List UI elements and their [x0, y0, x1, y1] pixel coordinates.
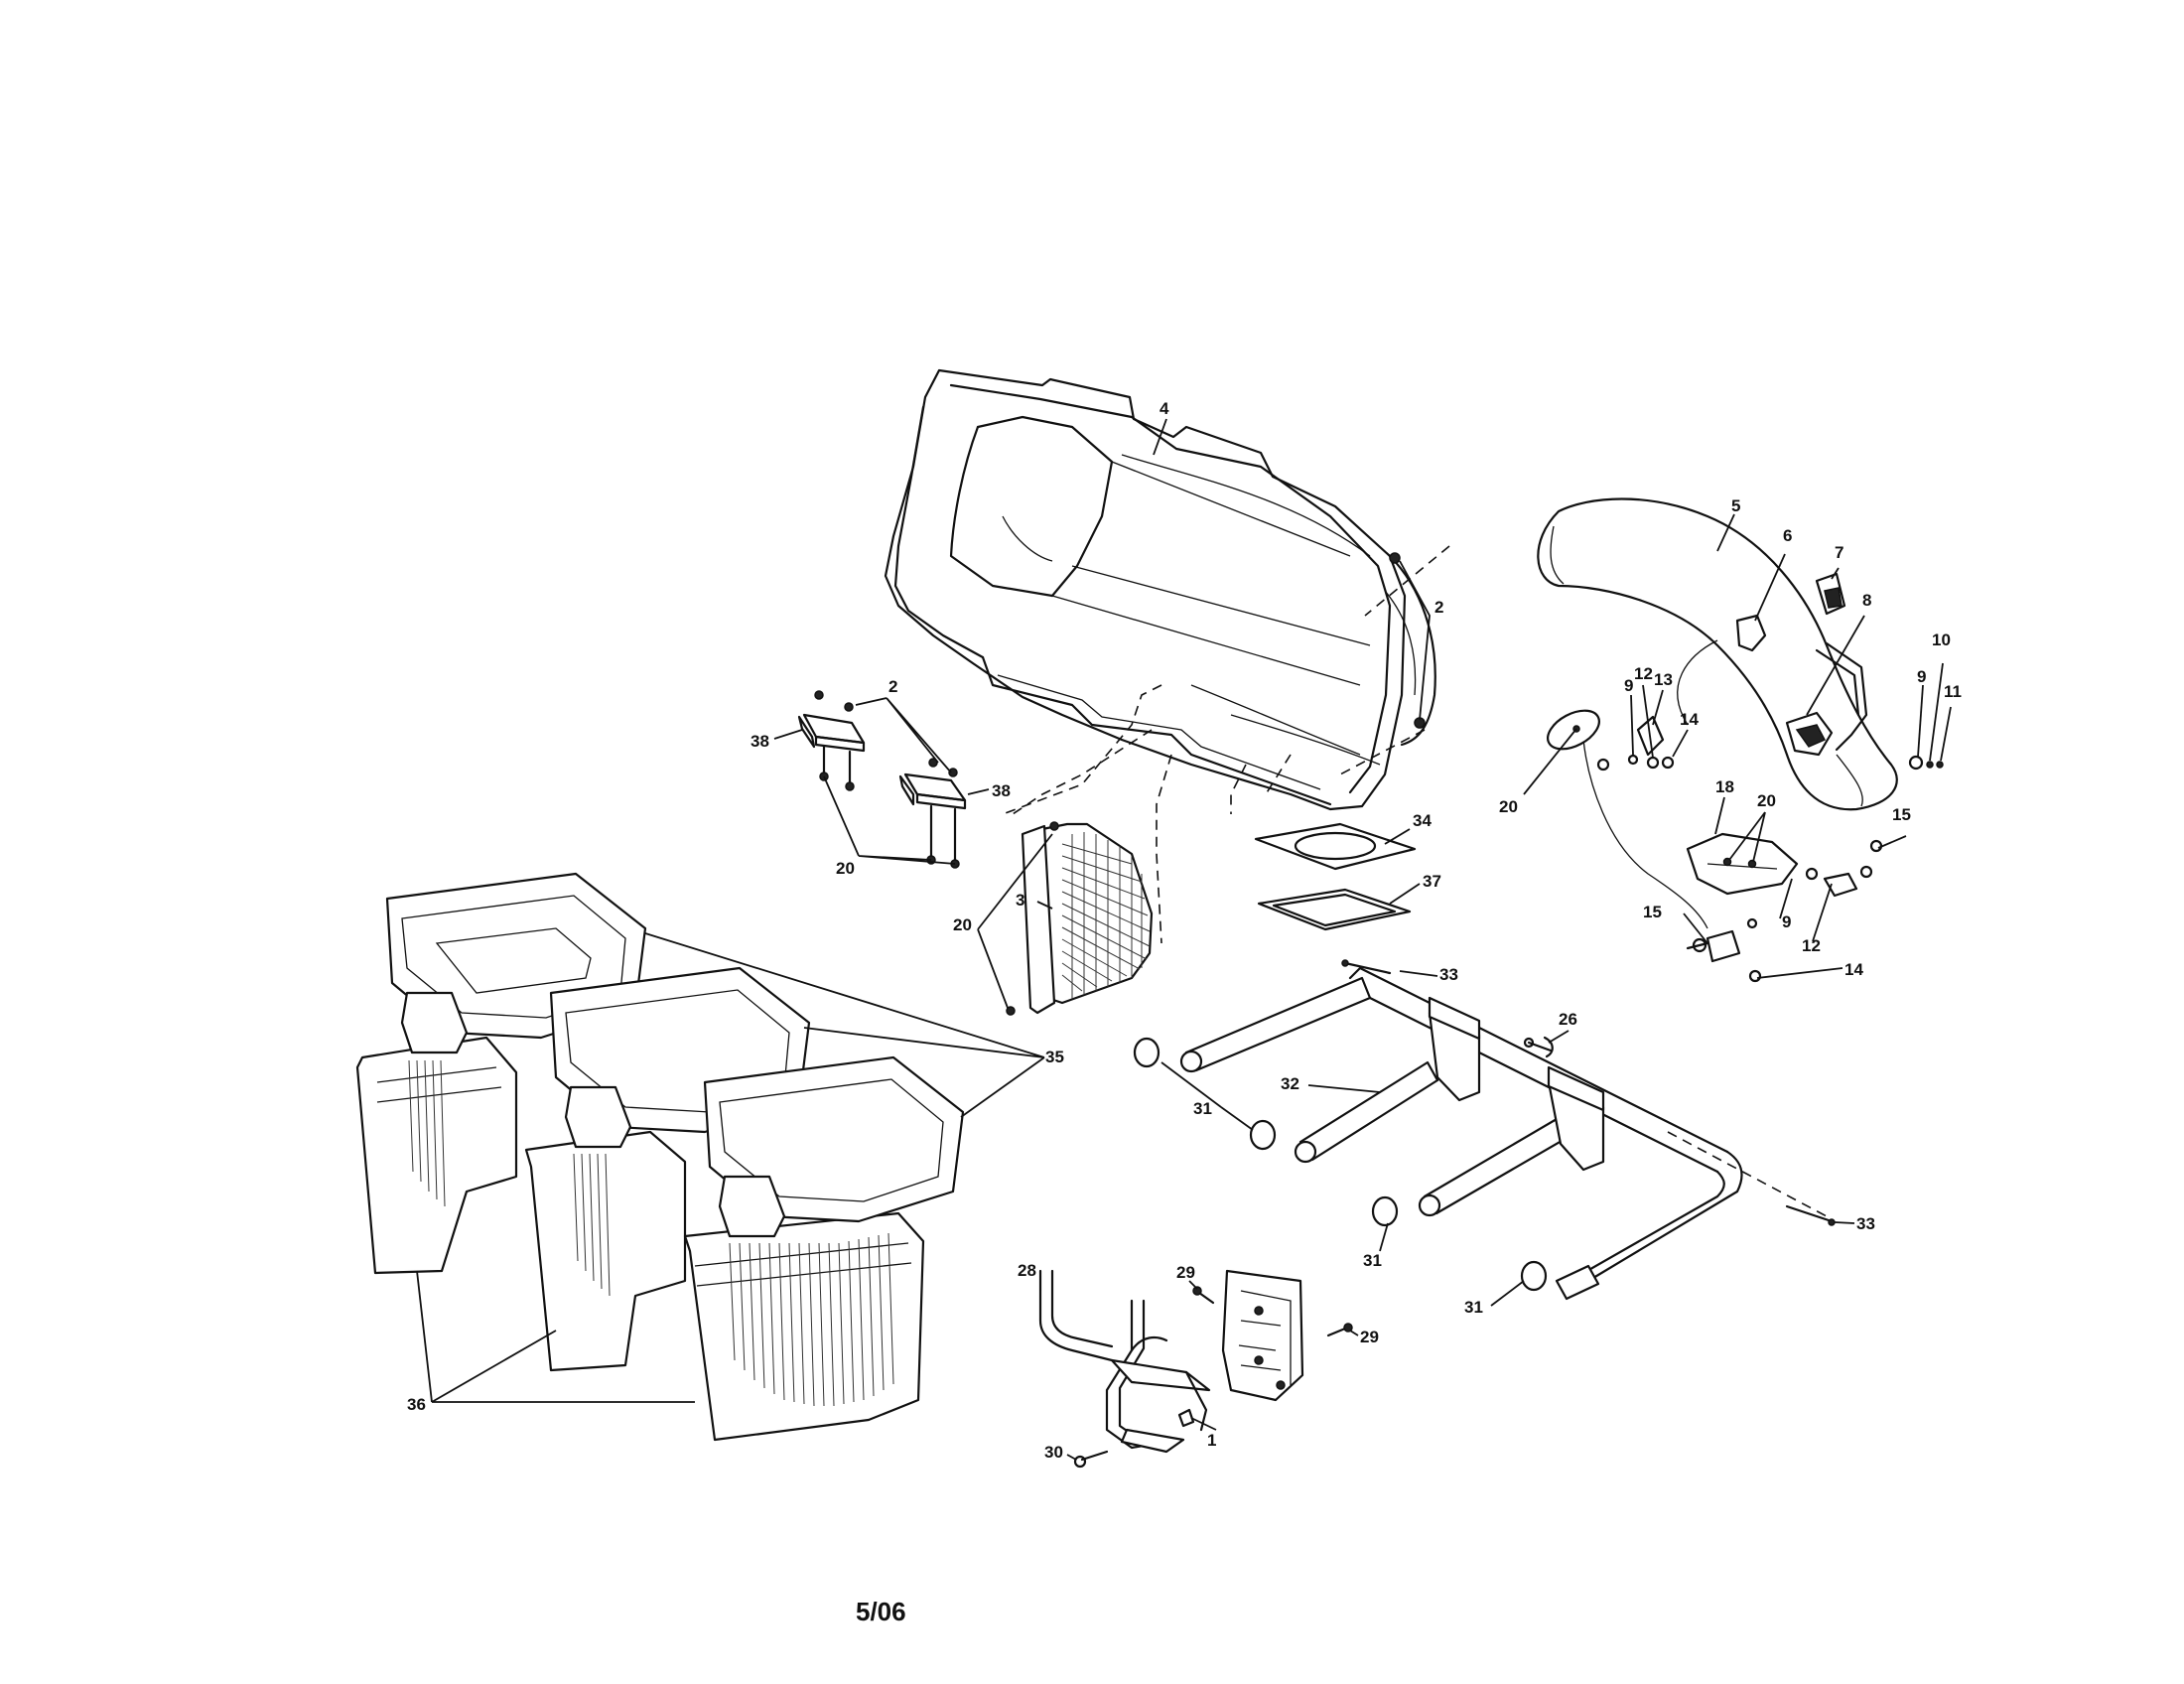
callout-9-lower: 9 [1782, 912, 1791, 931]
callout-8: 8 [1862, 591, 1871, 610]
callout-36: 36 [407, 1395, 426, 1414]
callout-26: 26 [1559, 1010, 1577, 1029]
callout-29-left: 29 [1176, 1263, 1195, 1282]
callout-9-upper: 9 [1624, 676, 1633, 695]
callout-38-left: 38 [751, 732, 769, 751]
part-bag-1 [355, 872, 647, 1275]
part-screen [1006, 821, 1154, 1016]
part-mount-18 [1686, 832, 1799, 896]
callout-20-brackets: 20 [836, 859, 855, 878]
callout-7: 7 [1835, 543, 1843, 562]
callout-3: 3 [1016, 891, 1024, 910]
callout-12-upper: 12 [1634, 664, 1653, 683]
callout-32: 32 [1281, 1074, 1299, 1093]
callout-11: 11 [1944, 682, 1962, 701]
callout-30: 30 [1044, 1443, 1063, 1462]
part-caps-31 [1133, 1037, 1548, 1292]
callout-1: 1 [1207, 1431, 1216, 1450]
part-latch-group [1735, 572, 1868, 757]
callout-15-right: 15 [1892, 805, 1911, 824]
callout-33-top: 33 [1439, 965, 1458, 984]
screen-mesh [1061, 832, 1151, 999]
callout-29-right: 29 [1360, 1328, 1379, 1346]
part-frame-37 [1257, 888, 1412, 931]
part-hinge-lower [1686, 839, 1883, 983]
callout-labels: 4 2 2 38 38 20 3 20 34 37 35 36 33 33 32… [407, 399, 1962, 1462]
callout-6: 6 [1783, 526, 1792, 545]
callout-2-hopper: 2 [1434, 598, 1443, 617]
part-bag-3 [683, 1055, 965, 1442]
callout-14-lower: 14 [1844, 960, 1863, 979]
callout-4: 4 [1160, 399, 1169, 418]
callout-20-plate: 20 [1499, 797, 1518, 816]
callout-5: 5 [1731, 496, 1740, 515]
revision-date: 5/06 [856, 1597, 906, 1626]
callout-37: 37 [1423, 872, 1441, 891]
callout-12-lower: 12 [1802, 936, 1821, 955]
leader-lines [416, 418, 1952, 1461]
callout-2-brackets: 2 [888, 677, 897, 696]
callout-31-a: 31 [1193, 1099, 1212, 1118]
bag-1-hatch [408, 1059, 446, 1207]
callout-13: 13 [1654, 670, 1673, 689]
callout-18: 18 [1715, 777, 1734, 796]
callout-10: 10 [1932, 631, 1951, 649]
callout-31-b: 31 [1363, 1251, 1382, 1270]
part-hitch-assembly [1038, 1269, 1353, 1469]
part-hardware-9-10-11 [1908, 755, 1944, 771]
callout-31-c: 31 [1464, 1298, 1483, 1317]
part-frame-32 [1179, 966, 1743, 1301]
callout-28: 28 [1018, 1261, 1036, 1280]
callout-35: 35 [1045, 1048, 1064, 1066]
part-gasket-34 [1254, 822, 1417, 871]
callout-15-left: 15 [1643, 903, 1662, 921]
part-bracket-38-left [797, 690, 866, 791]
callout-14-upper: 14 [1680, 710, 1699, 729]
callout-9-right: 9 [1917, 667, 1926, 686]
callout-20-mount: 20 [1757, 791, 1776, 810]
part-pins-33 [1341, 959, 1836, 1226]
assembly-lines [1002, 545, 1828, 1217]
callout-33-bottom: 33 [1856, 1214, 1875, 1233]
callout-38-right: 38 [992, 781, 1011, 800]
part-bracket-38-right [898, 758, 967, 869]
part-pin-26 [1523, 1036, 1554, 1058]
callout-34: 34 [1413, 811, 1432, 830]
callout-20-screen: 20 [953, 915, 972, 934]
